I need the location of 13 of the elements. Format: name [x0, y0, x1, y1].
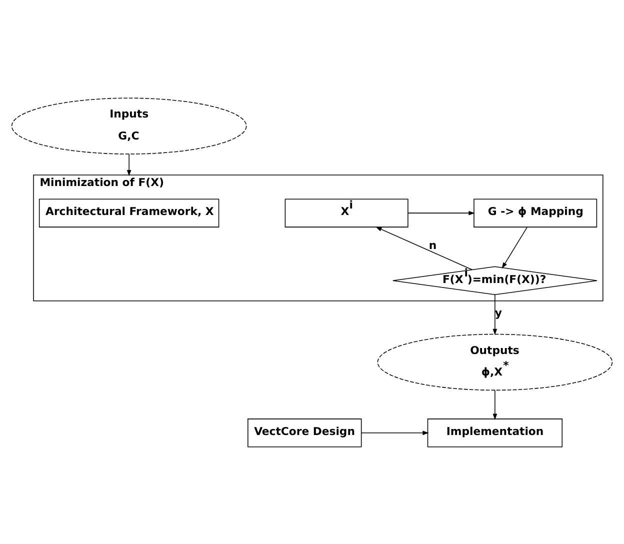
arrow [126, 153, 132, 176]
arrow [492, 294, 498, 335]
arrow [361, 430, 429, 435]
arrow [408, 210, 475, 215]
edge-label: n [428, 238, 437, 252]
node-ellipse: Inputs G,C [11, 97, 247, 154]
node-box: Implementation [427, 418, 563, 447]
node-box: Architectural Framework, X [38, 198, 220, 227]
arrow [502, 226, 528, 268]
arrow [492, 389, 498, 420]
node-box: G -> ϕ Mapping [474, 198, 598, 227]
node-box: VectCore Design [248, 418, 362, 447]
arrow [376, 226, 473, 270]
